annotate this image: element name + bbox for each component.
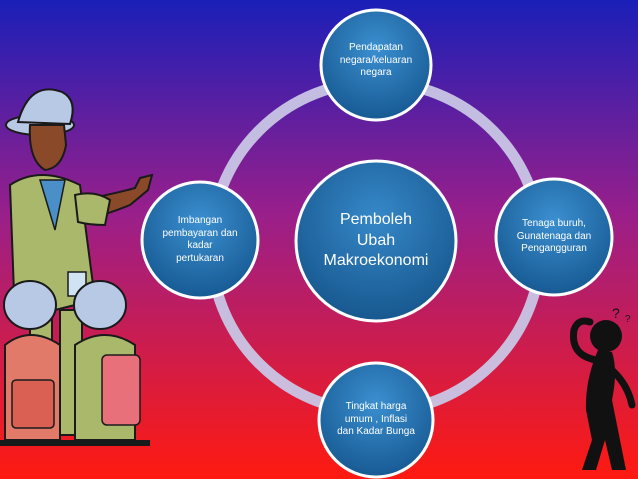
confused-figure-illustration: ? ? [569, 305, 636, 470]
node-left-circle [140, 180, 260, 300]
node-right-circle [494, 177, 614, 297]
center-circle [294, 159, 458, 323]
teacher-students-illustration [0, 88, 154, 446]
question-mark-icon: ? [625, 314, 631, 325]
node-top-circle [319, 8, 433, 122]
center-label: Pemboleh Ubah Makroekonomi [323, 210, 429, 270]
node-top-label: Pendapatan negara/keluaran negara [339, 42, 413, 79]
node-bottom-circle [317, 361, 435, 479]
question-mark-icon: ? [612, 305, 620, 321]
node-left-label: Imbangan pembayaran dan kadar pertukaran [162, 215, 238, 264]
node-bottom-label: Tingkat harga umum , Inflasi dan Kadar B… [337, 401, 415, 438]
node-right-label: Tenaga buruh, Gunatenaga dan Penganggura… [516, 218, 592, 255]
